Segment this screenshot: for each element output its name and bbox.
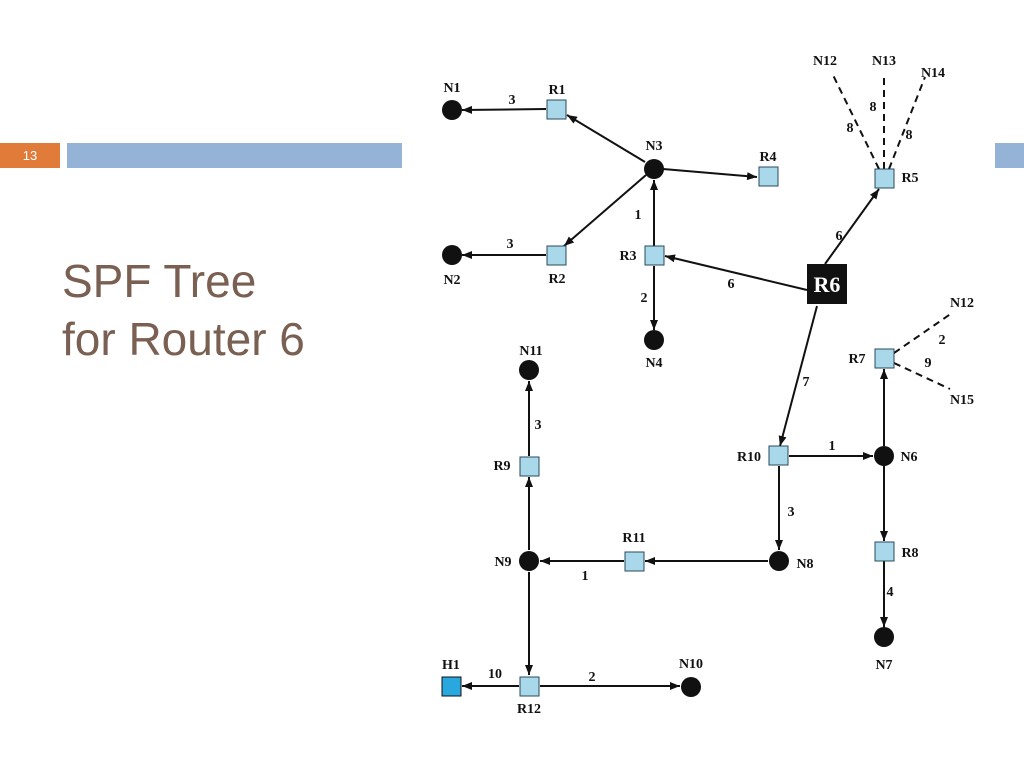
header-bar-left — [67, 143, 402, 168]
slide-number-badge: 13 — [0, 143, 60, 168]
node-labels-layer: N1 R1 N3 R4 N2 R2 R3 N4 N12 N13 N14 R5 N… — [442, 54, 974, 717]
edge-r6-r3 — [664, 254, 808, 291]
network-node-n4 — [644, 330, 664, 350]
label-n3: N3 — [645, 139, 662, 154]
router-node-r11 — [624, 551, 645, 572]
slide-title-line-2: for Router 6 — [62, 313, 305, 365]
cost-label-r9-n11: 3 — [535, 418, 542, 433]
cost-label-r6-r3: 6 — [728, 277, 735, 292]
root-router-r6 — [807, 264, 847, 304]
label-r1: R1 — [548, 83, 565, 98]
slide-title-line-1: SPF Tree — [62, 255, 257, 307]
router-node-r3 — [644, 245, 665, 266]
edge-r6-r5 — [824, 188, 880, 265]
cost-label-r5-n14: 8 — [906, 128, 913, 143]
label-n2: N2 — [443, 273, 460, 288]
cost-label-r12-h1: 10 — [488, 667, 502, 682]
label-n10: N10 — [679, 657, 703, 672]
edge-n3-r1 — [566, 114, 646, 163]
label-n1: N1 — [443, 81, 460, 96]
label-r3: R3 — [619, 249, 636, 264]
cost-labels-layer: 3 3 1 2 6 6 8 8 8 7 1 2 9 4 3 1 3 10 2 — [488, 93, 946, 685]
header-bar-right — [995, 143, 1024, 168]
label-n12-right: N12 — [950, 296, 974, 311]
root-router-r6-label: R6 — [814, 272, 841, 297]
edge-n3-r4 — [662, 168, 758, 181]
cost-label-r11-n9: 1 — [582, 569, 589, 584]
label-r9: R9 — [493, 459, 510, 474]
label-r12: R12 — [517, 702, 541, 717]
router-node-r8 — [874, 541, 895, 562]
edge-r7-n15 — [893, 362, 951, 390]
network-node-n11 — [519, 360, 539, 380]
edge-r5-n14 — [888, 76, 926, 170]
network-node-n6 — [874, 446, 894, 466]
label-r8: R8 — [901, 546, 918, 561]
label-r7: R7 — [848, 352, 865, 367]
router-node-r5 — [874, 168, 895, 189]
router-node-r4 — [758, 166, 779, 187]
cost-label-r7-n15: 9 — [925, 356, 932, 371]
cost-label-r3-n3: 1 — [635, 208, 642, 223]
cost-label-r5-n13: 8 — [870, 100, 877, 115]
edges-layer — [461, 72, 953, 690]
label-n13: N13 — [872, 54, 896, 69]
slide-number: 13 — [22, 148, 38, 163]
label-n6: N6 — [900, 450, 917, 465]
router-node-r12 — [519, 676, 540, 697]
cost-label-r10-n6: 1 — [829, 439, 836, 454]
label-n12-top: N12 — [813, 54, 837, 69]
cost-label-r12-n10: 2 — [589, 670, 596, 685]
network-node-n3 — [644, 159, 664, 179]
cost-label-r6-r5: 6 — [836, 229, 843, 244]
label-n7: N7 — [875, 658, 892, 673]
edge-r5-n12 — [831, 72, 880, 170]
network-node-n7 — [874, 627, 894, 647]
label-r10: R10 — [737, 450, 761, 465]
label-h1: H1 — [442, 658, 460, 673]
cost-label-r2-n2: 3 — [507, 237, 514, 252]
label-r4: R4 — [759, 150, 776, 165]
network-node-n8 — [769, 551, 789, 571]
cost-label-r5-n12: 8 — [847, 121, 854, 136]
label-r5: R5 — [901, 171, 918, 186]
label-n14: N14 — [921, 66, 945, 81]
slide-title: SPF Tree for Router 6 — [62, 252, 305, 368]
nodes-layer: R6 — [441, 99, 895, 697]
label-r11: R11 — [622, 531, 645, 546]
label-n15: N15 — [950, 393, 974, 408]
router-node-r2 — [546, 245, 567, 266]
cost-label-r7-n12: 2 — [939, 333, 946, 348]
router-node-r7 — [874, 348, 895, 369]
router-node-r10 — [768, 445, 789, 466]
router-node-r1 — [546, 99, 567, 120]
cost-label-r10-n8: 3 — [788, 505, 795, 520]
router-node-r9 — [519, 456, 540, 477]
network-node-n10 — [681, 677, 701, 697]
edge-r1-n1 — [461, 105, 547, 114]
network-node-n1 — [442, 100, 462, 120]
label-n9: N9 — [494, 555, 511, 570]
label-n4: N4 — [645, 356, 662, 371]
cost-label-r3-n4: 2 — [641, 291, 648, 306]
network-node-n9 — [519, 551, 539, 571]
cost-label-r6-r10: 7 — [803, 375, 810, 390]
network-node-n2 — [442, 245, 462, 265]
edge-n3-r2 — [563, 174, 647, 247]
cost-label-r1-n1: 3 — [509, 93, 516, 108]
edge-r6-r10 — [778, 305, 818, 447]
label-r2: R2 — [548, 272, 565, 287]
host-node-h1 — [441, 676, 462, 697]
label-n8: N8 — [796, 557, 813, 572]
cost-label-r8-n7: 4 — [887, 585, 894, 600]
label-n11: N11 — [519, 344, 542, 359]
